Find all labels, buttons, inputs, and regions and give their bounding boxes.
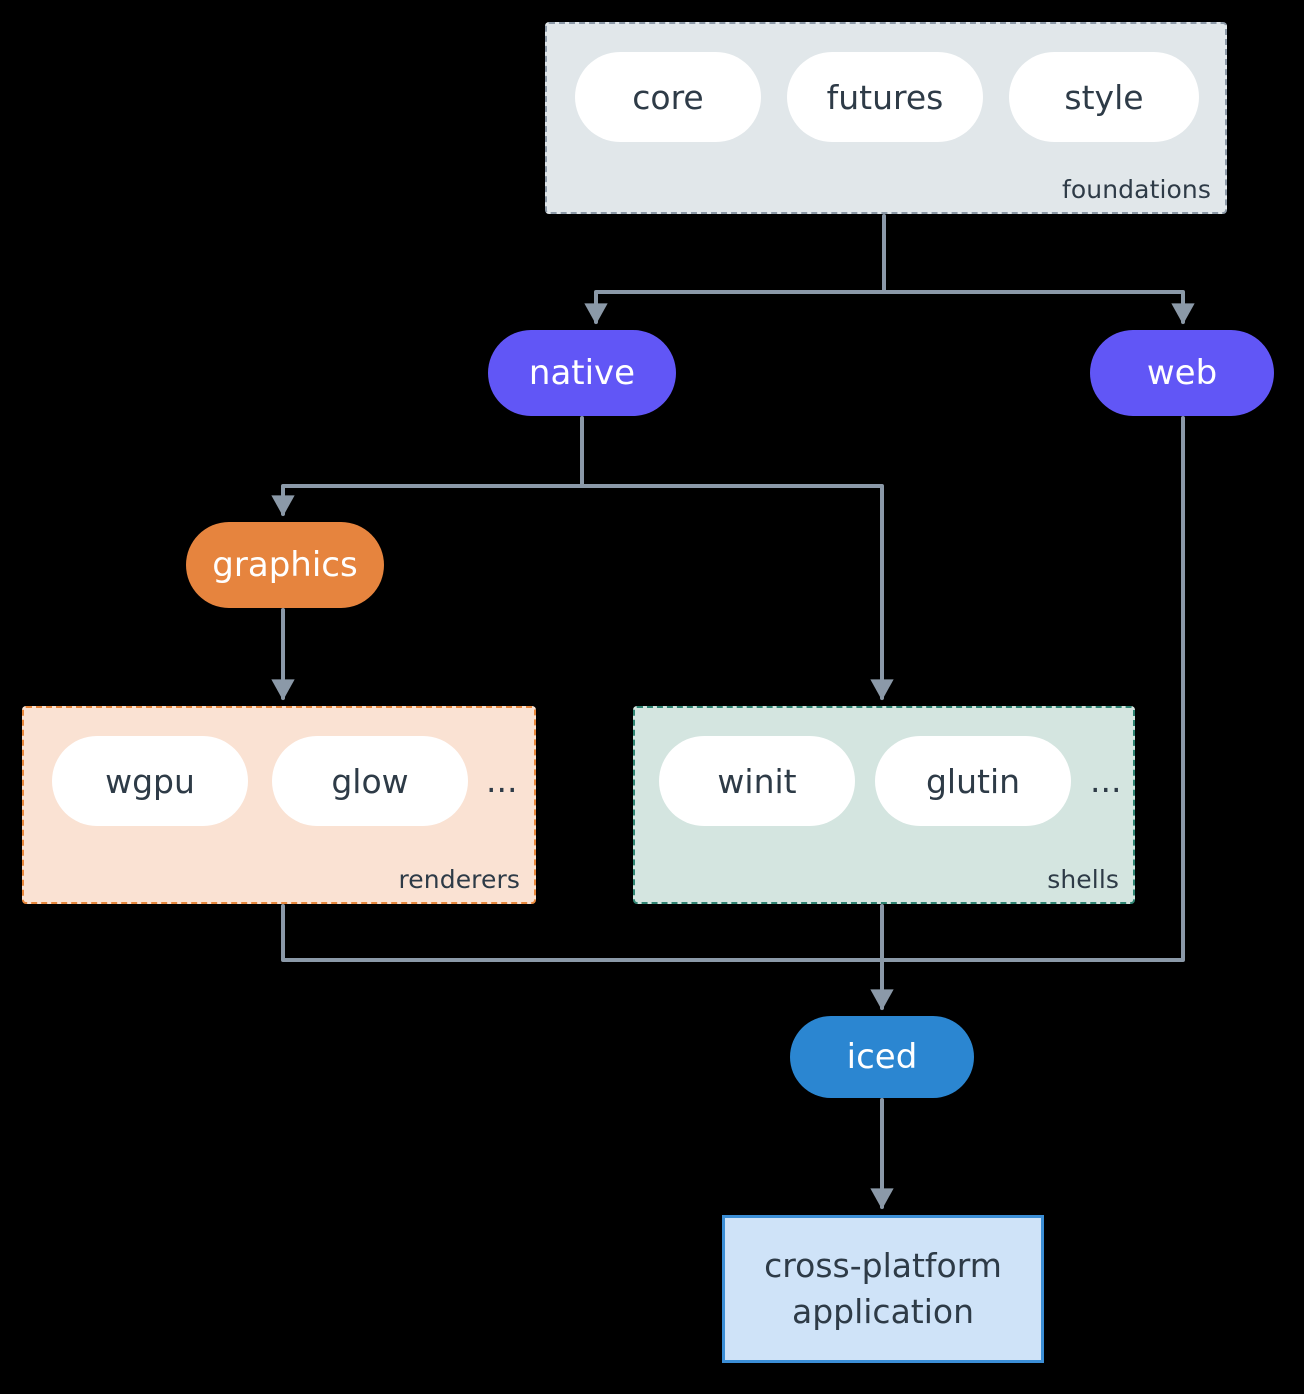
group-foundations: core futures style foundations <box>545 22 1227 214</box>
node-web[interactable]: web <box>1090 330 1274 416</box>
node-native[interactable]: native <box>488 330 676 416</box>
chip-core[interactable]: core <box>575 52 761 142</box>
chip-wgpu[interactable]: wgpu <box>52 736 248 826</box>
edge-foundations-to-native <box>584 290 886 325</box>
chip-style[interactable]: style <box>1009 52 1199 142</box>
group-shells: winit glutin ... shells <box>633 706 1135 904</box>
edge-renderers-to-iced <box>281 904 884 962</box>
group-label-foundations: foundations <box>1062 175 1211 204</box>
application-label-line1: cross-platform <box>764 1246 1002 1286</box>
chip-winit[interactable]: winit <box>659 736 855 826</box>
shells-overflow-ellipsis: ... <box>1090 761 1122 800</box>
node-iced[interactable]: iced <box>790 1016 974 1098</box>
chip-glow[interactable]: glow <box>272 736 468 826</box>
chip-futures[interactable]: futures <box>787 52 983 142</box>
renderers-overflow-ellipsis: ... <box>486 761 518 800</box>
node-cross-platform-application[interactable]: cross-platform application <box>722 1215 1044 1363</box>
group-renderers: wgpu glow ... renderers <box>22 706 536 904</box>
edge-native-to-shells <box>580 484 894 701</box>
group-label-renderers: renderers <box>398 865 520 894</box>
edge-foundations-to-web <box>882 290 1195 325</box>
edge-native-to-graphics <box>271 484 584 517</box>
application-label-line2: application <box>791 1292 975 1331</box>
group-label-shells: shells <box>1047 865 1119 894</box>
chip-glutin[interactable]: glutin <box>875 736 1071 826</box>
node-graphics[interactable]: graphics <box>186 522 384 608</box>
